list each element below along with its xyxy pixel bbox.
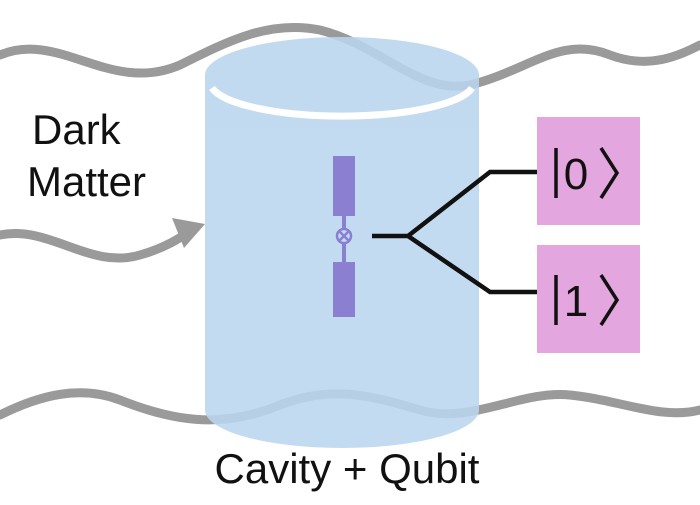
cavity-qubit-label: Cavity + Qubit — [215, 445, 480, 492]
qubit-pad-top — [333, 156, 355, 216]
qubit-pad-bottom — [333, 262, 355, 317]
dark-matter-wave — [0, 225, 197, 263]
arrow-right-icon — [172, 218, 205, 248]
junction-circle — [335, 227, 353, 245]
ket-value-0: 0 — [564, 150, 588, 199]
ket-value-1: 1 — [564, 277, 588, 326]
state-box-1: 1 — [537, 245, 640, 353]
state-box-0: 0 — [537, 117, 640, 225]
dark-matter-label-line2: Matter — [27, 158, 146, 205]
cavity-rim-highlight — [209, 85, 475, 120]
dark-matter-label-line1: Dark — [32, 106, 122, 153]
ket-angle-1 — [599, 274, 620, 326]
cavity-top — [205, 37, 479, 113]
readout-wire — [372, 169, 540, 295]
ket-angle-0 — [599, 147, 620, 199]
josephson-junction-icon — [333, 156, 355, 317]
